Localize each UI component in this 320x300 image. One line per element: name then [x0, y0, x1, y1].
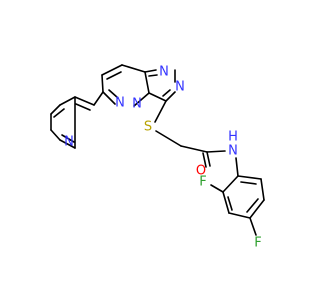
bond	[260, 178, 265, 201]
bond	[210, 184, 224, 193]
bond	[101, 64, 123, 76]
bond	[148, 74, 158, 77]
bond	[246, 198, 259, 213]
bond	[227, 196, 233, 211]
bond	[144, 69, 157, 73]
bonds	[50, 64, 265, 236]
bond	[108, 89, 119, 99]
bond	[59, 139, 76, 149]
bond	[53, 108, 65, 118]
atom-label-amide-n: N	[228, 144, 238, 159]
bond	[206, 151, 211, 167]
bond	[162, 89, 171, 97]
bond	[222, 175, 239, 193]
bond	[144, 71, 150, 94]
bond	[249, 199, 265, 219]
bond	[202, 152, 207, 168]
atom-label-oxygen: O	[196, 164, 206, 179]
atom-label-pyridine-n: N	[64, 135, 74, 150]
bond	[50, 129, 61, 141]
bond	[61, 134, 75, 143]
atom-label-fluorine-ortho: F	[199, 175, 206, 190]
bond	[106, 71, 122, 80]
atom-label-pyridazine-n: N	[115, 96, 125, 111]
bond	[148, 92, 167, 102]
bond	[101, 74, 104, 93]
bond	[50, 104, 61, 115]
bond	[121, 64, 146, 73]
bond	[206, 150, 226, 153]
bond	[240, 181, 257, 185]
bond	[133, 92, 150, 107]
bond	[75, 103, 91, 111]
molecule-diagram: N N N N N S O N H F F	[50, 64, 265, 251]
atom-label-fluorine-para: F	[254, 236, 261, 251]
atom-label-triazole-n: N	[175, 80, 185, 95]
bond	[235, 157, 239, 177]
bond	[180, 145, 208, 153]
atom-label-triazole-n: N	[132, 97, 142, 112]
bond	[228, 212, 251, 219]
bond	[102, 91, 116, 105]
atom-label-amide-h: H	[228, 130, 238, 145]
bond	[93, 91, 104, 106]
atom-label-triazole-n: N	[159, 65, 169, 80]
atom-labels: N N N N N S O N H F F	[64, 65, 262, 251]
bond	[155, 130, 182, 147]
bond	[222, 191, 230, 214]
bond	[165, 91, 176, 102]
bond	[237, 175, 262, 180]
bond	[154, 100, 167, 123]
bond	[74, 96, 95, 106]
bond	[249, 217, 257, 236]
bond	[59, 96, 76, 106]
atom-label-sulfur: S	[144, 120, 152, 135]
